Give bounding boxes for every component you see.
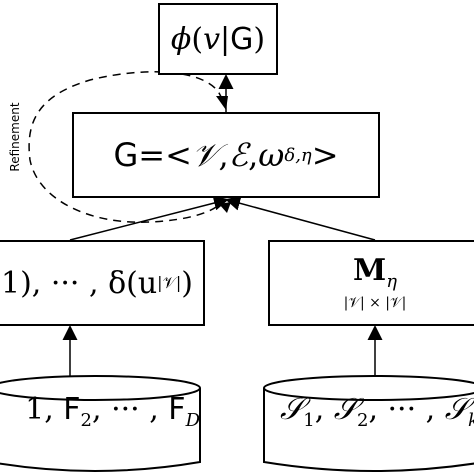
omega-symbol: ω	[258, 136, 285, 174]
omega-subscript: δ,η	[284, 144, 312, 166]
refinement-arrowhead	[219, 202, 231, 213]
source-comma: ,	[314, 392, 334, 427]
features-first: 1,	[25, 392, 64, 427]
refinement-loop	[28, 71, 225, 223]
matrix-dimension: |𝒱| × |𝒱|	[343, 294, 407, 311]
left-cylinder	[0, 375, 201, 472]
comma-1: ,	[218, 136, 229, 174]
feature-text: 1), ··· , δ(u	[1, 265, 158, 301]
close-angle: >	[311, 136, 339, 174]
feature-fd: F	[168, 392, 186, 427]
refinement-top-arrowhead	[216, 96, 228, 110]
features-text: 1, F2, ··· , FD	[0, 392, 200, 431]
source-s2: 𝒮	[333, 392, 357, 427]
bar: |	[220, 21, 231, 57]
source-s2-sub: 2	[357, 410, 369, 431]
matrix-box: Mη |𝒱| × |𝒱|	[268, 240, 474, 326]
open-paren: (	[191, 21, 204, 57]
source-sk-sub: k	[468, 410, 474, 431]
feature-fd-sub: D	[185, 410, 200, 431]
feature-f2-sub: 2	[80, 410, 92, 431]
phi-symbol: ϕ	[170, 21, 192, 57]
graph-g: G	[230, 21, 254, 57]
source-s1-sub: 1	[303, 410, 315, 431]
close-paren: )	[253, 21, 266, 57]
source-dots: , ··· ,	[368, 392, 445, 427]
feature-f2: F	[63, 392, 81, 427]
equals-angle: =<	[138, 136, 192, 174]
edge-set: ℰ	[228, 136, 249, 174]
matrix-symbol: M	[352, 252, 387, 288]
feature-function-box: 1), ··· , δ(u|𝒱|)	[0, 240, 205, 326]
source-sk: 𝒮	[444, 392, 468, 427]
right-cylinder	[263, 375, 474, 472]
sources-text: 𝒮1, 𝒮2, ··· , 𝒮k	[272, 392, 474, 431]
refinement-label: Refinement	[8, 102, 22, 172]
feature-close: )	[181, 265, 193, 301]
arrow-right-to-graph	[225, 195, 376, 241]
vertex-set: 𝒱	[191, 135, 219, 174]
comma-2: ,	[248, 136, 259, 174]
output-box: ϕ(v|G)	[158, 3, 278, 75]
feature-subscript: |𝒱|	[157, 273, 182, 292]
matrix-subscript: η	[386, 270, 397, 292]
var-v: v	[203, 21, 221, 57]
matrix-label: Mη	[352, 252, 397, 292]
features-dots: , ··· ,	[92, 392, 169, 427]
graph-symbol: G	[113, 136, 139, 174]
source-s1: 𝒮	[280, 392, 304, 427]
arrow-left-to-graph	[69, 195, 229, 241]
